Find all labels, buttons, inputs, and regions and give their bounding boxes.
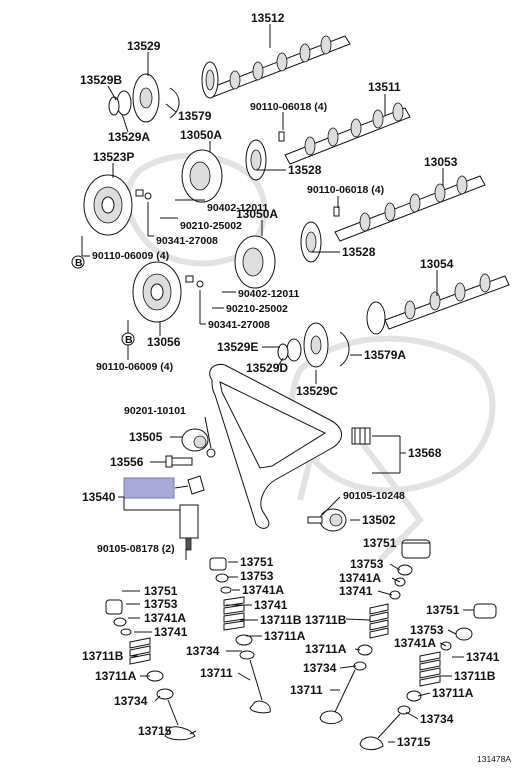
label-90105-08178: 90105-08178 (2) [97,543,175,555]
figure-id: 131478A [477,754,511,764]
label-13753-d: 13753 [410,623,444,637]
label-90341-27008-b: 90341-27008 [208,319,270,331]
label-13529B: 13529B [80,73,122,87]
label-13050A-lower: 13050A [236,207,278,221]
label-13512: 13512 [251,11,285,25]
label-13556: 13556 [110,455,144,469]
label-13751-c: 13751 [363,536,397,550]
label-13751-d: 13751 [426,603,460,617]
pulley-bolt-13556 [165,455,193,468]
label-13711A-b: 13711A [264,629,306,643]
label-13711A-d: 13711A [432,686,474,700]
label-90402-12011-b: 90402-12011 [238,288,299,300]
label-13529D: 13529D [246,361,288,375]
timing-belt-13568 [209,363,371,529]
label-13056: 13056 [147,335,181,349]
valve-train-center-left [209,557,271,714]
label-13734-a: 13734 [114,694,148,708]
label-13711-c: 13711 [290,683,323,697]
label-90110-06009-b: 90110-06009 (4) [96,361,173,373]
callout-B-1: B [75,257,83,269]
label-90110-06018-a: 90110-06018 (4) [250,101,327,113]
label-13711B-a: 13711B [82,649,124,663]
label-13734-c: 13734 [303,661,337,675]
label-13502: 13502 [362,513,396,527]
label-13734-b: 13734 [186,644,220,658]
callout-B-circle-2 [121,332,135,346]
camshaft-13053 [333,175,486,242]
leader-lines [81,24,474,743]
idler-pulley-13505 [181,428,216,458]
gear-13529 [108,73,180,123]
camshaft-13054 [366,273,510,335]
label-13741A-b: 13741A [242,583,284,597]
camshaft-13512 [201,35,351,99]
label-13711B-b: 13711B [260,613,302,627]
label-13715-d: 13715 [397,735,431,749]
camshaft-13511 [278,102,411,165]
label-13711A-a: 13711A [95,669,137,683]
label-90105-10248: 90105-10248 [343,490,405,502]
label-13529: 13529 [127,39,161,53]
label-13741A-a: 13741A [144,611,186,625]
valve-train-left [105,599,196,741]
label-90110-06009-a: 90110-06009 (4) [92,250,169,262]
label-90201-10101: 90201-10101 [124,405,186,417]
valve-train-right [359,603,497,751]
label-13711-b: 13711 [200,666,233,680]
label-13734-d: 13734 [420,712,454,726]
label-13050A-upper: 13050A [180,128,222,142]
label-13579: 13579 [178,109,212,123]
gear-13529C [277,322,350,368]
label-13568: 13568 [408,446,442,460]
label-13741-a: 13741 [154,625,188,639]
timing-pulley-13056 [132,261,204,323]
label-13528-lower: 13528 [342,245,376,259]
label-13753-a: 13753 [144,597,178,611]
label-13053: 13053 [424,155,458,169]
callout-B-2: B [125,334,133,346]
timing-pulley-13523P [83,174,152,236]
label-13741A-c: 13741A [339,571,381,585]
label-13753-b: 13753 [240,569,274,583]
label-13741-b: 13741 [254,598,288,612]
label-90210-25002-b: 90210-25002 [226,303,288,315]
label-13751-b: 13751 [240,555,274,569]
tensioner-13540 [123,475,205,551]
label-90341-27008-a: 90341-27008 [156,235,218,247]
label-90210-25002-a: 90210-25002 [180,220,242,232]
label-13741A-d: 13741A [394,636,436,650]
cam-timing-pulley-13050A-lower [234,221,322,289]
valve-train-center-right [319,539,431,725]
label-13529A: 13529A [108,130,150,144]
label-13511: 13511 [368,80,401,94]
label-90110-06018-b: 90110-06018 (4) [307,184,384,196]
label-13711B-c: 13711B [305,613,347,627]
label-13715-a: 13715 [138,724,172,738]
idler-13502 [307,508,347,532]
label-13711B-d: 13711B [454,669,496,683]
label-13529E: 13529E [217,340,258,354]
label-13540: 13540 [82,490,116,504]
label-13529C: 13529C [296,384,338,398]
label-13711A-c: 13711A [305,642,347,656]
label-13579A: 13579A [364,348,406,362]
label-13741-c: 13741 [339,584,373,598]
label-13741-d: 13741 [466,650,500,664]
label-13753-c: 13753 [350,557,384,571]
label-13523P: 13523P [93,150,134,164]
label-13054: 13054 [420,257,454,271]
cam-timing-pulley-13050A-upper [181,139,267,203]
label-90402-12011-a: 90402-12011 [207,202,268,214]
part-labels: 13512 13529 13529B 13579 13529A 13511 90… [75,11,511,764]
label-13751-a: 13751 [144,584,178,598]
label-13528-upper: 13528 [288,163,322,177]
label-13505: 13505 [129,430,163,444]
callout-B-circle-1 [71,255,85,269]
